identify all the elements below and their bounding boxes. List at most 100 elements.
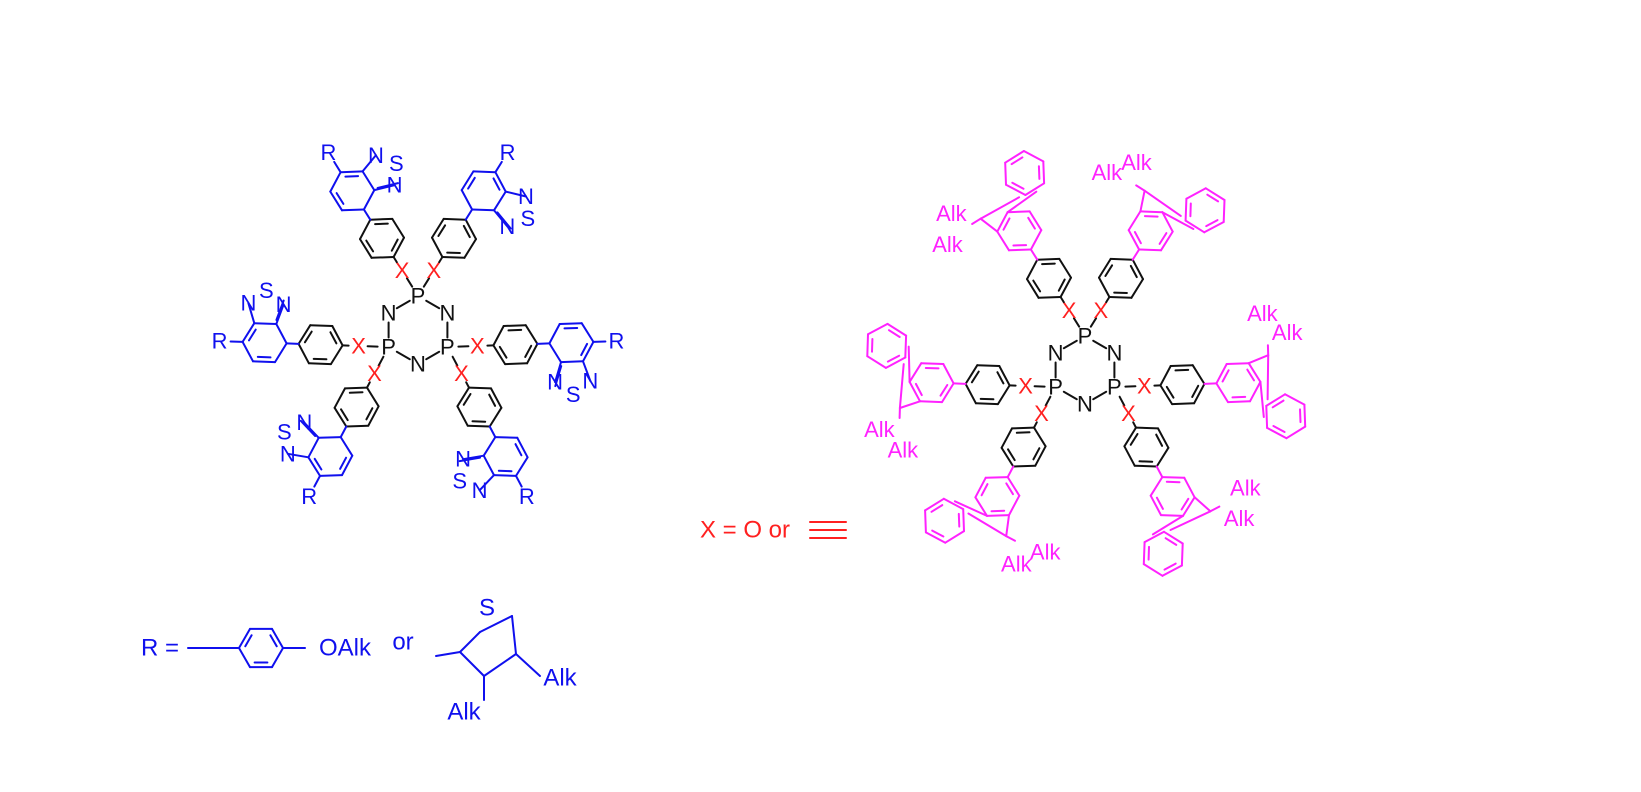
bond xyxy=(582,340,595,363)
bond xyxy=(908,380,921,403)
nitrogen-atom: N xyxy=(368,143,384,168)
bond xyxy=(377,355,385,367)
bond xyxy=(1169,364,1194,367)
bond xyxy=(373,184,396,192)
bond xyxy=(437,224,447,237)
bond xyxy=(359,218,372,241)
bond xyxy=(582,360,592,382)
bond xyxy=(435,651,461,657)
bond xyxy=(1157,427,1170,449)
bond xyxy=(348,391,364,394)
bond xyxy=(313,457,323,471)
bond xyxy=(317,436,342,439)
fluorene-ring-b xyxy=(1004,150,1046,196)
linker-x: X xyxy=(1121,401,1136,426)
bond xyxy=(362,208,372,221)
bond xyxy=(1284,393,1306,406)
bond xyxy=(1247,354,1270,365)
bond xyxy=(309,324,334,327)
alkyl-group: Alk xyxy=(1001,551,1033,576)
bond xyxy=(548,342,562,364)
bond xyxy=(1143,189,1182,217)
phenylene-ring xyxy=(1000,426,1047,468)
bond xyxy=(492,344,507,366)
bond xyxy=(976,364,1001,367)
bond xyxy=(297,342,310,365)
nitrogen-atom: N xyxy=(387,173,403,198)
bond xyxy=(256,355,272,359)
bond xyxy=(1007,448,1016,462)
phosphorus-atom: P xyxy=(411,284,426,309)
bond xyxy=(307,456,321,477)
bond xyxy=(866,355,887,369)
bond xyxy=(1133,464,1158,468)
bond xyxy=(299,419,317,437)
bond xyxy=(1259,380,1265,418)
bond xyxy=(866,333,869,358)
bond xyxy=(456,386,470,408)
bond xyxy=(1143,215,1159,218)
bond xyxy=(483,653,517,677)
bond xyxy=(1149,494,1162,517)
bond xyxy=(460,189,474,211)
bond xyxy=(884,356,907,369)
linker-x: X xyxy=(1018,374,1033,399)
sulfur-atom: S xyxy=(479,595,495,622)
bond xyxy=(1037,165,1041,180)
bond xyxy=(275,323,288,345)
bond xyxy=(464,208,474,221)
fluorene-ring-b xyxy=(1142,530,1184,577)
bond xyxy=(275,303,285,325)
bond xyxy=(898,400,921,409)
bond xyxy=(458,456,482,463)
r-substituent: R xyxy=(320,140,336,165)
bond xyxy=(303,330,313,344)
phosphorus-atom: P xyxy=(1078,324,1093,349)
bond xyxy=(467,176,476,190)
alkyl-group: Alk xyxy=(888,437,920,462)
bond xyxy=(1155,465,1164,479)
bond xyxy=(1159,365,1172,387)
bond xyxy=(1266,426,1288,440)
bond xyxy=(1132,421,1137,429)
bond xyxy=(1004,150,1025,164)
bond xyxy=(395,299,411,310)
bond xyxy=(329,190,343,212)
bond xyxy=(1158,232,1168,245)
bond xyxy=(1026,258,1039,281)
bond xyxy=(333,160,342,174)
bond xyxy=(1011,181,1025,190)
bond xyxy=(979,217,999,233)
bond xyxy=(1247,362,1262,383)
bond xyxy=(313,474,321,488)
fluorene-ring-a xyxy=(1215,362,1262,404)
bond xyxy=(340,408,349,422)
bond xyxy=(339,436,354,457)
nitrogen-atom: N xyxy=(296,410,312,435)
bond xyxy=(391,217,405,239)
bond xyxy=(492,325,505,347)
bond xyxy=(285,342,300,345)
bond xyxy=(370,256,395,259)
bond xyxy=(422,277,431,288)
bond xyxy=(438,256,444,264)
bond xyxy=(462,224,471,239)
bond xyxy=(1163,562,1177,571)
bond xyxy=(497,469,513,473)
bond xyxy=(1135,426,1159,430)
bond xyxy=(1205,219,1219,228)
bond xyxy=(1163,530,1184,545)
bond xyxy=(1127,210,1142,232)
bond xyxy=(507,328,523,332)
bond xyxy=(580,342,589,357)
bond xyxy=(1000,427,1013,449)
nitrogen-atom: N xyxy=(410,352,426,377)
bond xyxy=(964,364,979,385)
bond xyxy=(1005,535,1016,542)
bond xyxy=(1044,395,1052,407)
fluorene-ring-a xyxy=(974,476,1021,517)
phosphorus-atom: P xyxy=(440,335,455,360)
